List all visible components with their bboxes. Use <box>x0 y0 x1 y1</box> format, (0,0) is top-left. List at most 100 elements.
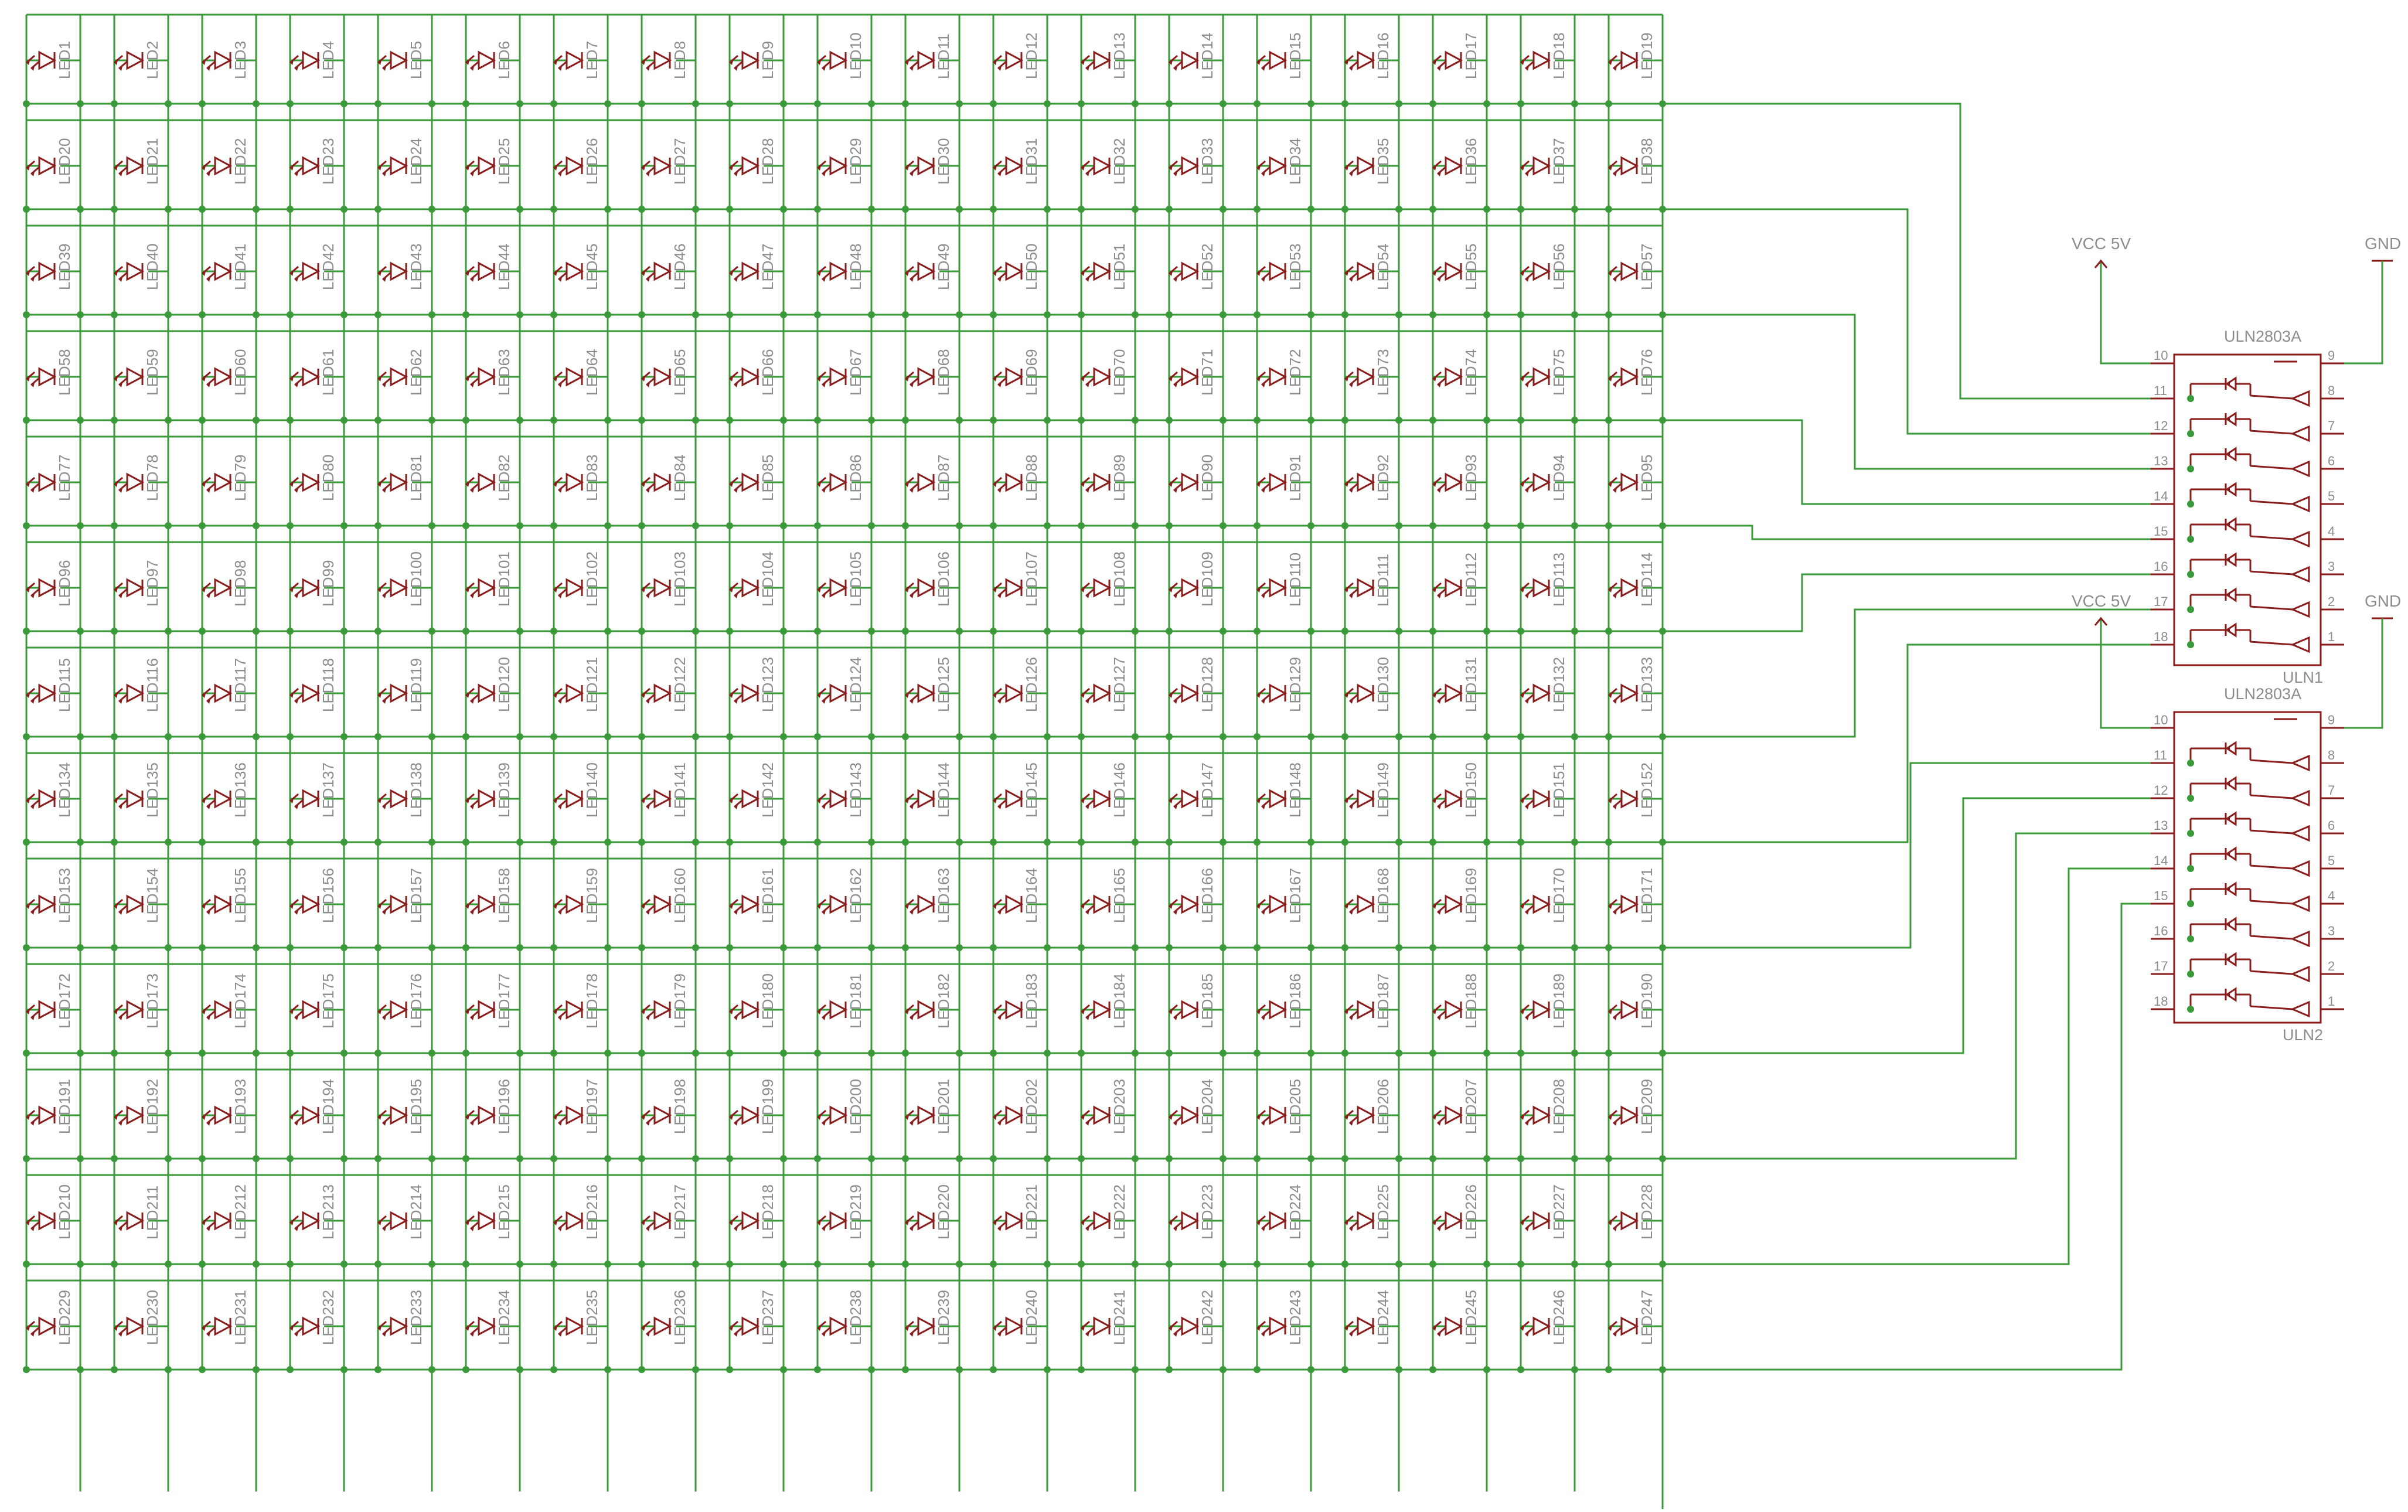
pin-number: 7 <box>2328 783 2335 798</box>
junction-dot <box>638 417 645 424</box>
led-arrow <box>294 60 304 70</box>
junction-dot <box>1483 1050 1490 1057</box>
buffer-triangle <box>2290 460 2310 478</box>
led-component: LED132 <box>1517 657 1578 740</box>
junction-dot <box>1517 417 1524 424</box>
led-component: LED76 <box>1605 349 1666 424</box>
led-arrow <box>1613 1115 1622 1125</box>
led-arrow-head <box>1086 1016 1089 1020</box>
led-arrow <box>26 1109 35 1119</box>
diode-triangle <box>214 578 233 598</box>
led-arrow-head <box>998 805 1002 809</box>
junction-dot <box>1483 733 1490 740</box>
junction-dot <box>165 522 172 529</box>
led-arrow <box>206 60 216 70</box>
led-arrow-head <box>1174 66 1177 71</box>
diode-triangle <box>1005 789 1024 809</box>
junction-dot <box>165 1155 172 1162</box>
led-arrow-head <box>114 377 118 382</box>
diode-triangle <box>302 50 321 70</box>
junction-dot <box>340 311 348 318</box>
led-component: LED198 <box>638 1079 699 1162</box>
led-arrow-head <box>818 60 821 65</box>
led-component: LED163 <box>902 868 963 951</box>
led-arrow-head <box>1433 1221 1436 1225</box>
led-label: LED7 <box>583 41 601 79</box>
led-arrow-head <box>1521 1326 1524 1331</box>
led-component: LED240 <box>990 1290 1051 1373</box>
junction-dot <box>340 733 348 740</box>
junction-dot <box>77 733 84 740</box>
led-arrow-head <box>730 271 733 276</box>
led-component: LED88 <box>990 455 1051 529</box>
led-arrow <box>1613 377 1622 386</box>
led-arrow-head <box>1345 799 1348 803</box>
led-arrow-head <box>26 482 30 487</box>
led-component: LED166 <box>1166 868 1227 951</box>
diode-triangle <box>917 1316 936 1336</box>
led-arrow <box>646 60 655 70</box>
junction-dot <box>1483 311 1490 318</box>
led-arrow-head <box>207 488 210 493</box>
led-label: LED138 <box>407 762 425 818</box>
diode-triangle <box>126 1105 145 1125</box>
led-arrow <box>1256 793 1266 802</box>
led-component: LED75 <box>1517 349 1578 424</box>
led-arrow-head <box>558 910 562 915</box>
led-arrow-head <box>998 1121 1002 1126</box>
led-arrow-head <box>26 60 30 65</box>
led-arrow <box>1432 1109 1442 1119</box>
led-arrow-head <box>998 488 1002 493</box>
led-label: LED214 <box>407 1184 425 1239</box>
diode-triangle <box>1620 156 1639 176</box>
led-arrow <box>1613 1010 1622 1019</box>
diode-triangle <box>1181 894 1200 914</box>
led-arrow <box>470 482 479 492</box>
led-label: LED152 <box>1638 762 1656 818</box>
row-to-driver-wire <box>1663 573 2151 632</box>
junction-dot <box>604 944 611 951</box>
diode-triangle <box>1620 789 1639 809</box>
junction-dot <box>1429 417 1436 424</box>
led-arrow-head <box>1174 172 1177 176</box>
junction-dot <box>1044 839 1051 846</box>
led-component: LED202 <box>990 1079 1051 1162</box>
led-arrow-head <box>1169 482 1173 487</box>
diode-triangle <box>126 367 145 387</box>
led-arrow-head <box>1257 60 1261 65</box>
led-label: LED230 <box>144 1290 161 1345</box>
diode-triangle <box>1269 1105 1288 1125</box>
led-arrow-head <box>1525 172 1529 176</box>
led-arrow <box>1525 1010 1534 1019</box>
diode-triangle <box>829 1000 848 1020</box>
led-arrow-head <box>295 1016 298 1020</box>
led-arrow <box>1613 1326 1622 1336</box>
junction-dot <box>780 944 787 951</box>
led-arrow-head <box>1613 1227 1617 1231</box>
led-arrow <box>470 693 479 703</box>
led-arrow-head <box>119 910 122 915</box>
led-component: LED229 <box>23 1290 84 1373</box>
led-arrow-head <box>202 1010 206 1014</box>
junction-dot <box>374 522 382 529</box>
led-arrow <box>822 693 831 703</box>
led-label: LED120 <box>495 657 513 712</box>
junction-dot <box>1044 628 1051 635</box>
led-arrow <box>114 687 123 697</box>
led-label: LED132 <box>1550 657 1568 712</box>
gnd-label: GND <box>2365 234 2401 253</box>
led-component: LED52 <box>1166 244 1227 318</box>
junction-dot <box>550 311 557 318</box>
junction-dot <box>956 733 963 740</box>
diode-triangle <box>917 789 936 809</box>
led-component: LED184 <box>1078 973 1139 1057</box>
led-component: LED227 <box>1517 1184 1578 1268</box>
ic-internal <box>2250 759 2293 764</box>
led-arrow-head <box>905 1326 909 1331</box>
led-component: LED161 <box>726 868 787 951</box>
led-label: LED224 <box>1286 1184 1304 1239</box>
led-component: LED224 <box>1254 1184 1314 1268</box>
buffer-triangle <box>2290 1000 2310 1018</box>
junction-dot <box>780 100 787 107</box>
led-label: LED25 <box>495 138 513 185</box>
